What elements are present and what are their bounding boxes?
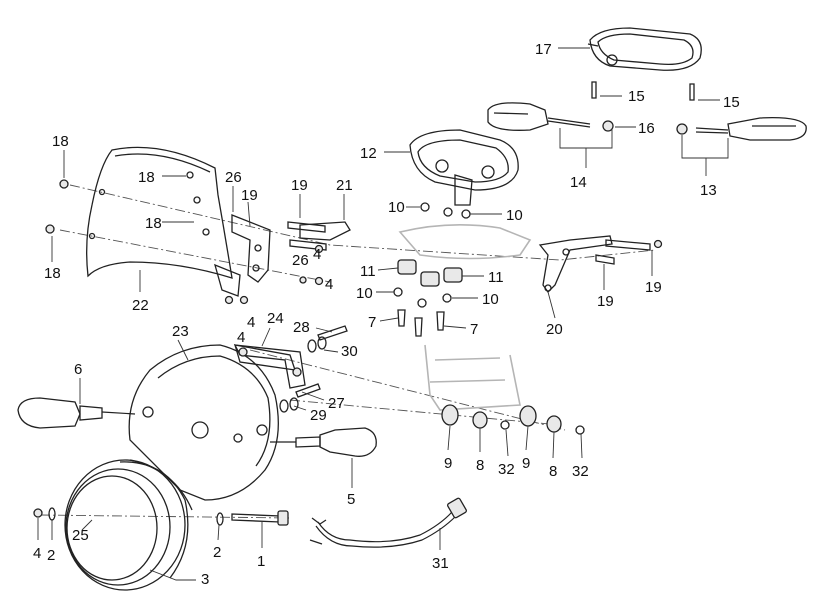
callout-1: 1 <box>257 553 265 570</box>
screws-7 <box>397 309 445 337</box>
callout-10: 10 <box>388 199 405 216</box>
callout-8: 8 <box>476 457 484 474</box>
callout-19: 19 <box>597 293 614 310</box>
callout-8: 8 <box>549 463 557 480</box>
callout-2: 2 <box>213 544 221 561</box>
callout-18: 18 <box>138 169 155 186</box>
callout-4: 4 <box>237 329 245 346</box>
row-parts-9-8-32 <box>441 404 585 435</box>
front-turn-signal-right <box>270 427 377 457</box>
bolts-28-30-27-29 <box>279 325 348 413</box>
callout-32: 32 <box>498 461 515 478</box>
front-turn-signal-left <box>17 397 136 429</box>
callout-3: 3 <box>201 571 209 588</box>
speedometer-unit <box>587 27 702 71</box>
callout-29: 29 <box>310 407 327 424</box>
windscreen-bracket <box>214 214 271 297</box>
gauge-cluster <box>409 129 519 206</box>
callout-7: 7 <box>368 314 376 331</box>
mount-bolt-1 <box>33 507 289 526</box>
callout-6: 6 <box>74 361 82 378</box>
callout-18: 18 <box>44 265 61 282</box>
callout-4: 4 <box>313 246 321 263</box>
callout-18: 18 <box>52 133 69 150</box>
leader-lines <box>37 47 729 581</box>
callout-22: 22 <box>132 297 149 314</box>
bolts-19 <box>287 221 651 265</box>
callout-19: 19 <box>645 279 662 296</box>
screws-15 <box>591 81 695 101</box>
callout-2: 2 <box>47 547 55 564</box>
callout-21: 21 <box>336 177 353 194</box>
callout-23: 23 <box>172 323 189 340</box>
callout-11: 11 <box>488 269 504 286</box>
callout-9: 9 <box>522 455 530 472</box>
callout-13: 13 <box>700 182 717 199</box>
callout-32: 32 <box>572 463 589 480</box>
callout-27: 27 <box>328 395 345 412</box>
callout-25: 25 <box>72 527 89 544</box>
headlight-mount-arm <box>233 344 306 389</box>
callout-4: 4 <box>247 314 255 331</box>
headlight-shell <box>128 344 296 501</box>
callout-labels: 17 15 15 12 16 14 13 18 18 18 18 26 19 1… <box>33 41 740 588</box>
callout-30: 30 <box>341 343 358 360</box>
callout-17: 17 <box>535 41 552 58</box>
callout-18: 18 <box>145 215 162 232</box>
callout-9: 9 <box>444 455 452 472</box>
mount-bracket-ghost <box>398 224 532 411</box>
rear-turn-signal-right <box>676 117 807 141</box>
callout-16: 16 <box>638 120 655 137</box>
callout-26: 26 <box>292 252 309 269</box>
callout-4: 4 <box>33 545 41 562</box>
callout-12: 12 <box>360 145 377 162</box>
grommets-11 <box>393 202 471 308</box>
callout-11: 11 <box>360 263 376 280</box>
callout-4: 4 <box>325 276 333 293</box>
callout-10: 10 <box>482 291 499 308</box>
bracket-arms <box>299 221 613 294</box>
washers-nuts <box>45 179 663 305</box>
callout-10: 10 <box>356 285 373 302</box>
callout-19: 19 <box>241 187 258 204</box>
callout-14: 14 <box>570 174 587 191</box>
headlight-unit <box>64 459 193 591</box>
windscreen <box>86 146 233 279</box>
callout-31: 31 <box>432 555 449 572</box>
wiring-harness <box>309 497 467 548</box>
callout-26: 26 <box>225 169 242 186</box>
callout-20: 20 <box>546 321 563 338</box>
callout-15: 15 <box>723 94 740 111</box>
rear-turn-signal-left <box>487 102 614 132</box>
center-lines <box>39 184 656 519</box>
callout-24: 24 <box>267 310 284 327</box>
callout-15: 15 <box>628 88 645 105</box>
callout-19: 19 <box>291 177 308 194</box>
callout-10: 10 <box>506 207 523 224</box>
callout-5: 5 <box>347 491 355 508</box>
callout-7: 7 <box>470 321 478 338</box>
callout-28: 28 <box>293 319 310 336</box>
